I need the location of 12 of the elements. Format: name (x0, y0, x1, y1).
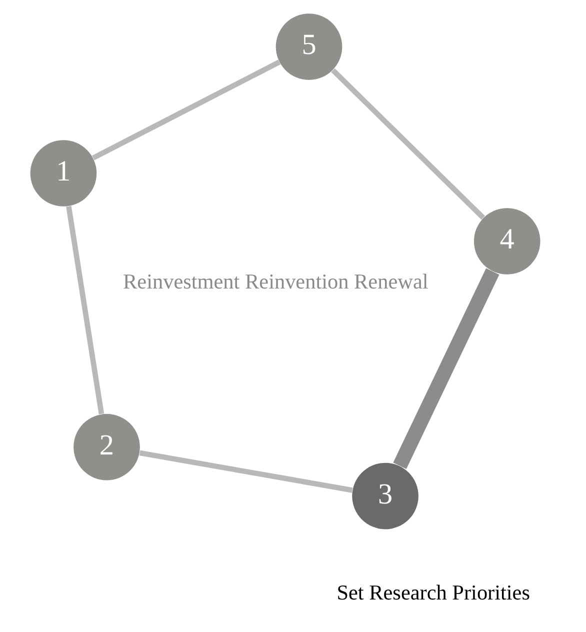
connector (330, 68, 485, 220)
node-circle: 4 (473, 208, 540, 274)
node-circle: 1 (30, 140, 96, 206)
node-circle: 3 (352, 462, 418, 530)
connector (91, 60, 280, 160)
node-circle: 5 (275, 14, 342, 80)
label: Reinvestment Reinvention Renewal (122, 269, 428, 294)
connector (66, 206, 104, 414)
connector (138, 450, 352, 493)
node-label: Set Research Priorities (336, 580, 530, 605)
node-circle: 2 (73, 414, 140, 480)
connector (392, 268, 499, 469)
